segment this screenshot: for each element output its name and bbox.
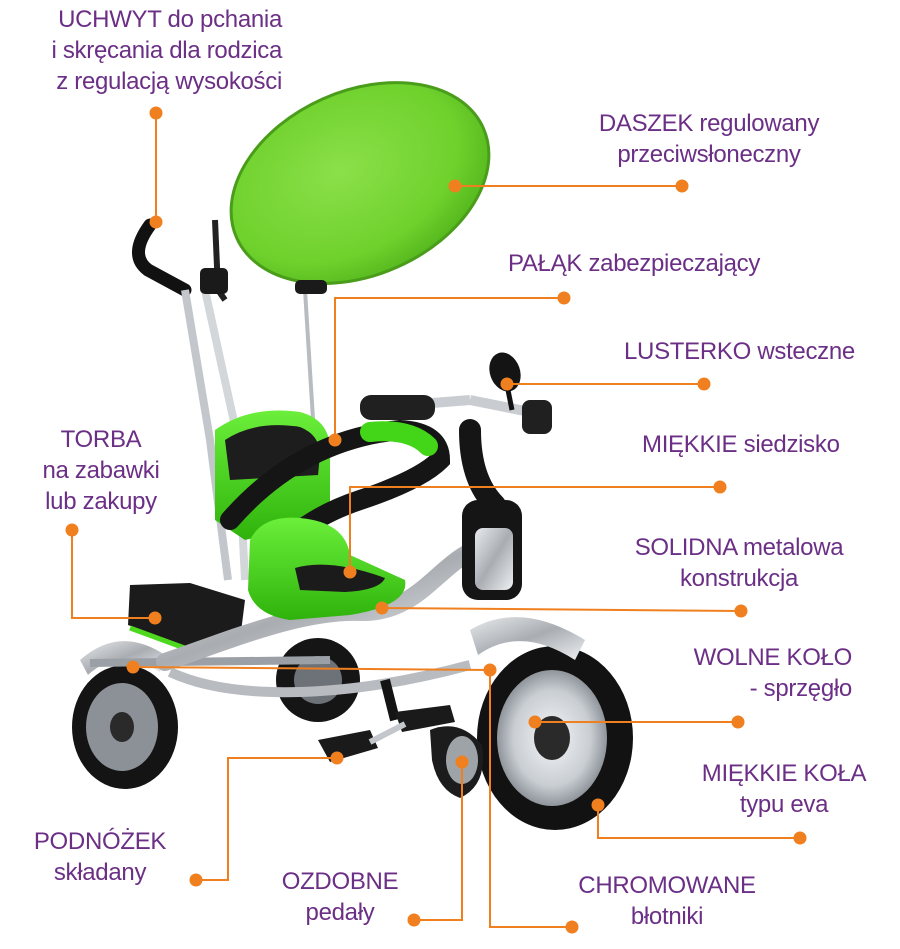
leader-seat: [349, 486, 720, 572]
leader-pedals: [414, 762, 463, 921]
dot-handle-target: [149, 215, 163, 229]
callout-mudguards: CHROMOWANE błotniki: [578, 872, 756, 930]
leader-bag: [71, 530, 155, 619]
dot-safety-bar-end: [557, 291, 571, 305]
front-wheel: [470, 617, 633, 830]
callout-bag: TORBA na zabawki lub zakupy: [42, 426, 160, 515]
handlebar: [360, 395, 552, 434]
dot-mirror-target: [500, 377, 514, 391]
leader-frame: [381, 607, 742, 612]
dot-seat-target: [343, 565, 357, 579]
leader-lines: [71, 113, 800, 928]
leader-safety-bar: [334, 297, 564, 440]
safety-bar: [220, 419, 451, 570]
rear-left-wheel: [72, 641, 178, 789]
dot-canopy-target: [448, 179, 462, 193]
dot-pedals-end: [407, 913, 421, 927]
rear-right-wheel: [276, 638, 360, 722]
dot-mudguards-front: [483, 663, 497, 677]
dot-freewheel-target: [528, 715, 542, 729]
dot-wheels-end: [793, 831, 807, 845]
callout-handle: UCHWYT do pchania i skręcania dla rodzic…: [51, 6, 282, 95]
dot-bag-target: [148, 611, 162, 625]
dot-frame-target: [375, 601, 389, 615]
footrest: [318, 678, 455, 762]
dot-bag-end: [65, 523, 79, 537]
leader-wheels: [597, 805, 800, 839]
tricycle-illustration: [72, 81, 633, 830]
fork: [459, 419, 522, 600]
callout-seat: MIĘKKIE siedzisko: [642, 431, 840, 458]
dot-canopy-end: [675, 179, 689, 193]
canopy: [200, 81, 491, 294]
dot-mudguards-end: [565, 920, 579, 934]
leader-mudguards-rear: [132, 666, 491, 671]
dot-seat-end: [713, 480, 727, 494]
dot-mudguards-rear: [126, 660, 140, 674]
dot-safety-bar-target: [328, 433, 342, 447]
callout-canopy: DASZEK regulowany przeciwsłoneczny: [598, 110, 820, 168]
dot-wheels-target: [591, 798, 605, 812]
callout-freewheel: WOLNE KOŁO - sprzęgło: [693, 644, 853, 702]
seat: [248, 517, 406, 620]
callout-frame: SOLIDNA metalowa konstrukcja: [634, 534, 844, 592]
dot-mirror-end: [697, 377, 711, 391]
dot-frame-end: [734, 604, 748, 618]
callout-safety-bar: PAŁĄK zabezpieczający: [508, 250, 761, 277]
callout-mirror: LUSTERKO wsteczne: [624, 338, 855, 365]
dot-footrest-end: [189, 873, 203, 887]
leader-footrest: [196, 757, 337, 881]
leader-dots: [65, 106, 807, 934]
dot-handle-end: [149, 106, 163, 120]
dot-freewheel-end: [731, 715, 745, 729]
callout-pedals: OZDOBNE pedały: [281, 868, 399, 926]
dot-pedals-target: [455, 755, 469, 769]
callout-footrest: PODNÓŻEK składany: [33, 828, 167, 886]
dot-footrest-target: [330, 751, 344, 765]
callout-wheels: MIĘKKIE KOŁA typu eva: [701, 760, 867, 818]
leader-mudguards: [489, 670, 572, 928]
